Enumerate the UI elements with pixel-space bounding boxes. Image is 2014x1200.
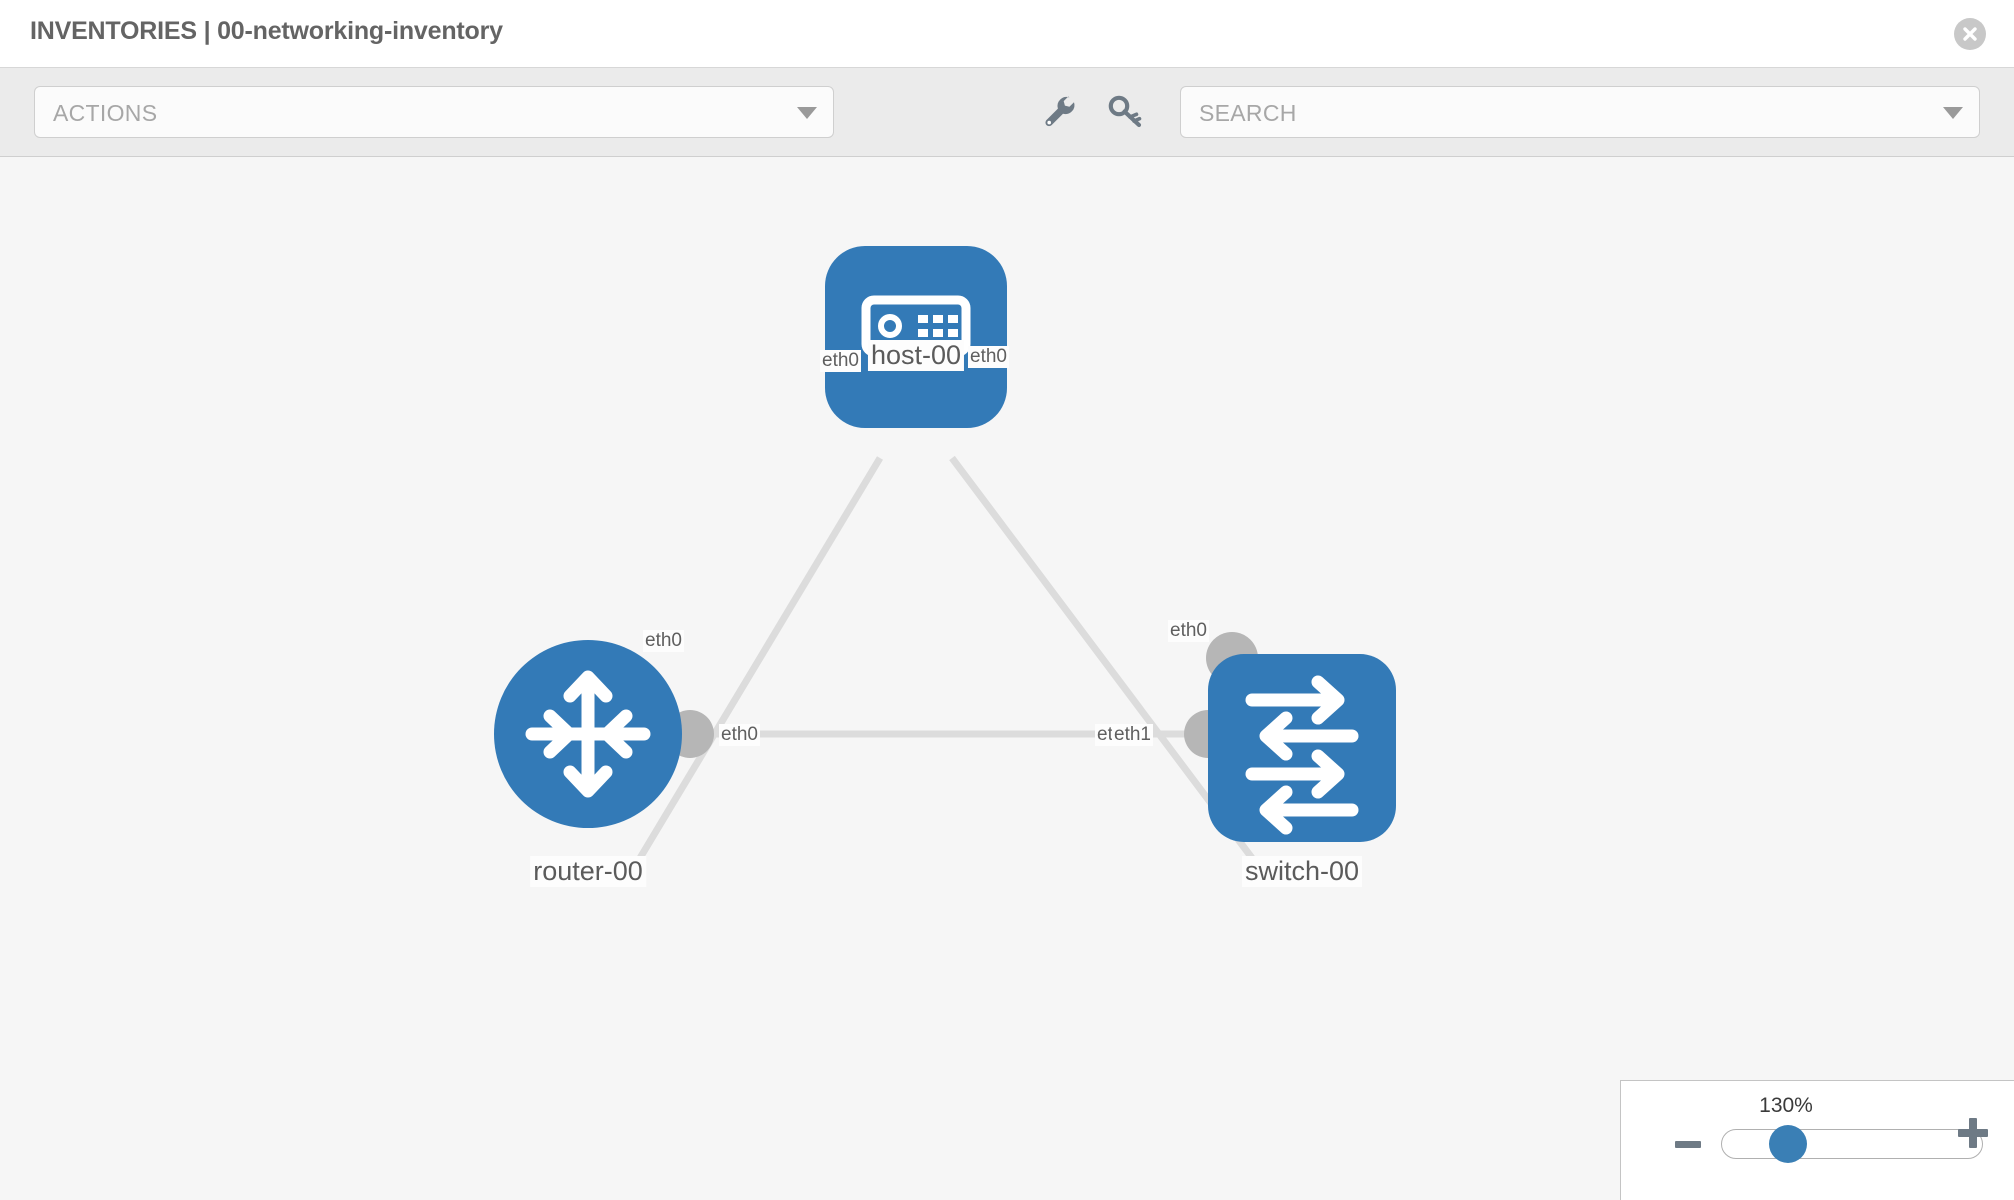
link-host-switch xyxy=(949,455,1255,861)
chevron-down-icon xyxy=(797,107,817,119)
edge-label-host-eth0-right: eth0 xyxy=(968,346,1009,368)
switch-arrows-icon xyxy=(1245,675,1359,835)
search-input[interactable]: SEARCH xyxy=(1199,100,1297,126)
edge-label-switch-eth1: eth1 xyxy=(1112,724,1153,746)
node-label-router-00: router-00 xyxy=(530,856,646,887)
close-icon[interactable] xyxy=(1954,18,1986,50)
node-host-00 xyxy=(825,246,1007,428)
key-icon[interactable] xyxy=(1106,92,1146,132)
page-header: INVENTORIES | 00-networking-inventory xyxy=(0,0,2014,68)
topology-canvas[interactable]: host-00 router-00 switch-00 eth0 eth0 et… xyxy=(0,158,2014,1200)
page-title: INVENTORIES | 00-networking-inventory xyxy=(30,17,503,45)
node-switch-00 xyxy=(1208,654,1396,842)
chevron-down-icon xyxy=(1943,107,1963,119)
minus-icon[interactable] xyxy=(1675,1141,1701,1148)
wrench-icon[interactable] xyxy=(1040,92,1080,132)
actions-dropdown[interactable]: ACTIONS xyxy=(34,86,834,138)
zoom-slider-thumb[interactable] xyxy=(1769,1125,1807,1163)
router-arrows-icon xyxy=(525,670,651,798)
edge-label-router-eth0: eth0 xyxy=(719,724,760,746)
edge-label-host-eth0-left: eth0 xyxy=(820,350,861,372)
edge-label-switch-eth0-up: eth0 xyxy=(1168,620,1209,642)
node-router-00 xyxy=(494,640,682,828)
edge-label-router-eth0-up: eth0 xyxy=(643,630,684,652)
node-label-host-00: host-00 xyxy=(867,340,965,371)
actions-dropdown-label: ACTIONS xyxy=(53,100,158,126)
zoom-level-value: 130% xyxy=(1759,1094,1813,1117)
plus-icon[interactable] xyxy=(1958,1118,1988,1148)
zoom-control-panel: 130% xyxy=(1620,1080,2014,1200)
zoom-slider-track[interactable] xyxy=(1721,1129,1983,1159)
node-label-switch-00: switch-00 xyxy=(1241,856,1363,887)
link-host-router xyxy=(636,456,884,860)
search-dropdown[interactable]: SEARCH xyxy=(1180,86,1980,138)
topology-links xyxy=(636,455,1255,861)
toolbar: ACTIONS SEARCH xyxy=(0,68,2014,157)
